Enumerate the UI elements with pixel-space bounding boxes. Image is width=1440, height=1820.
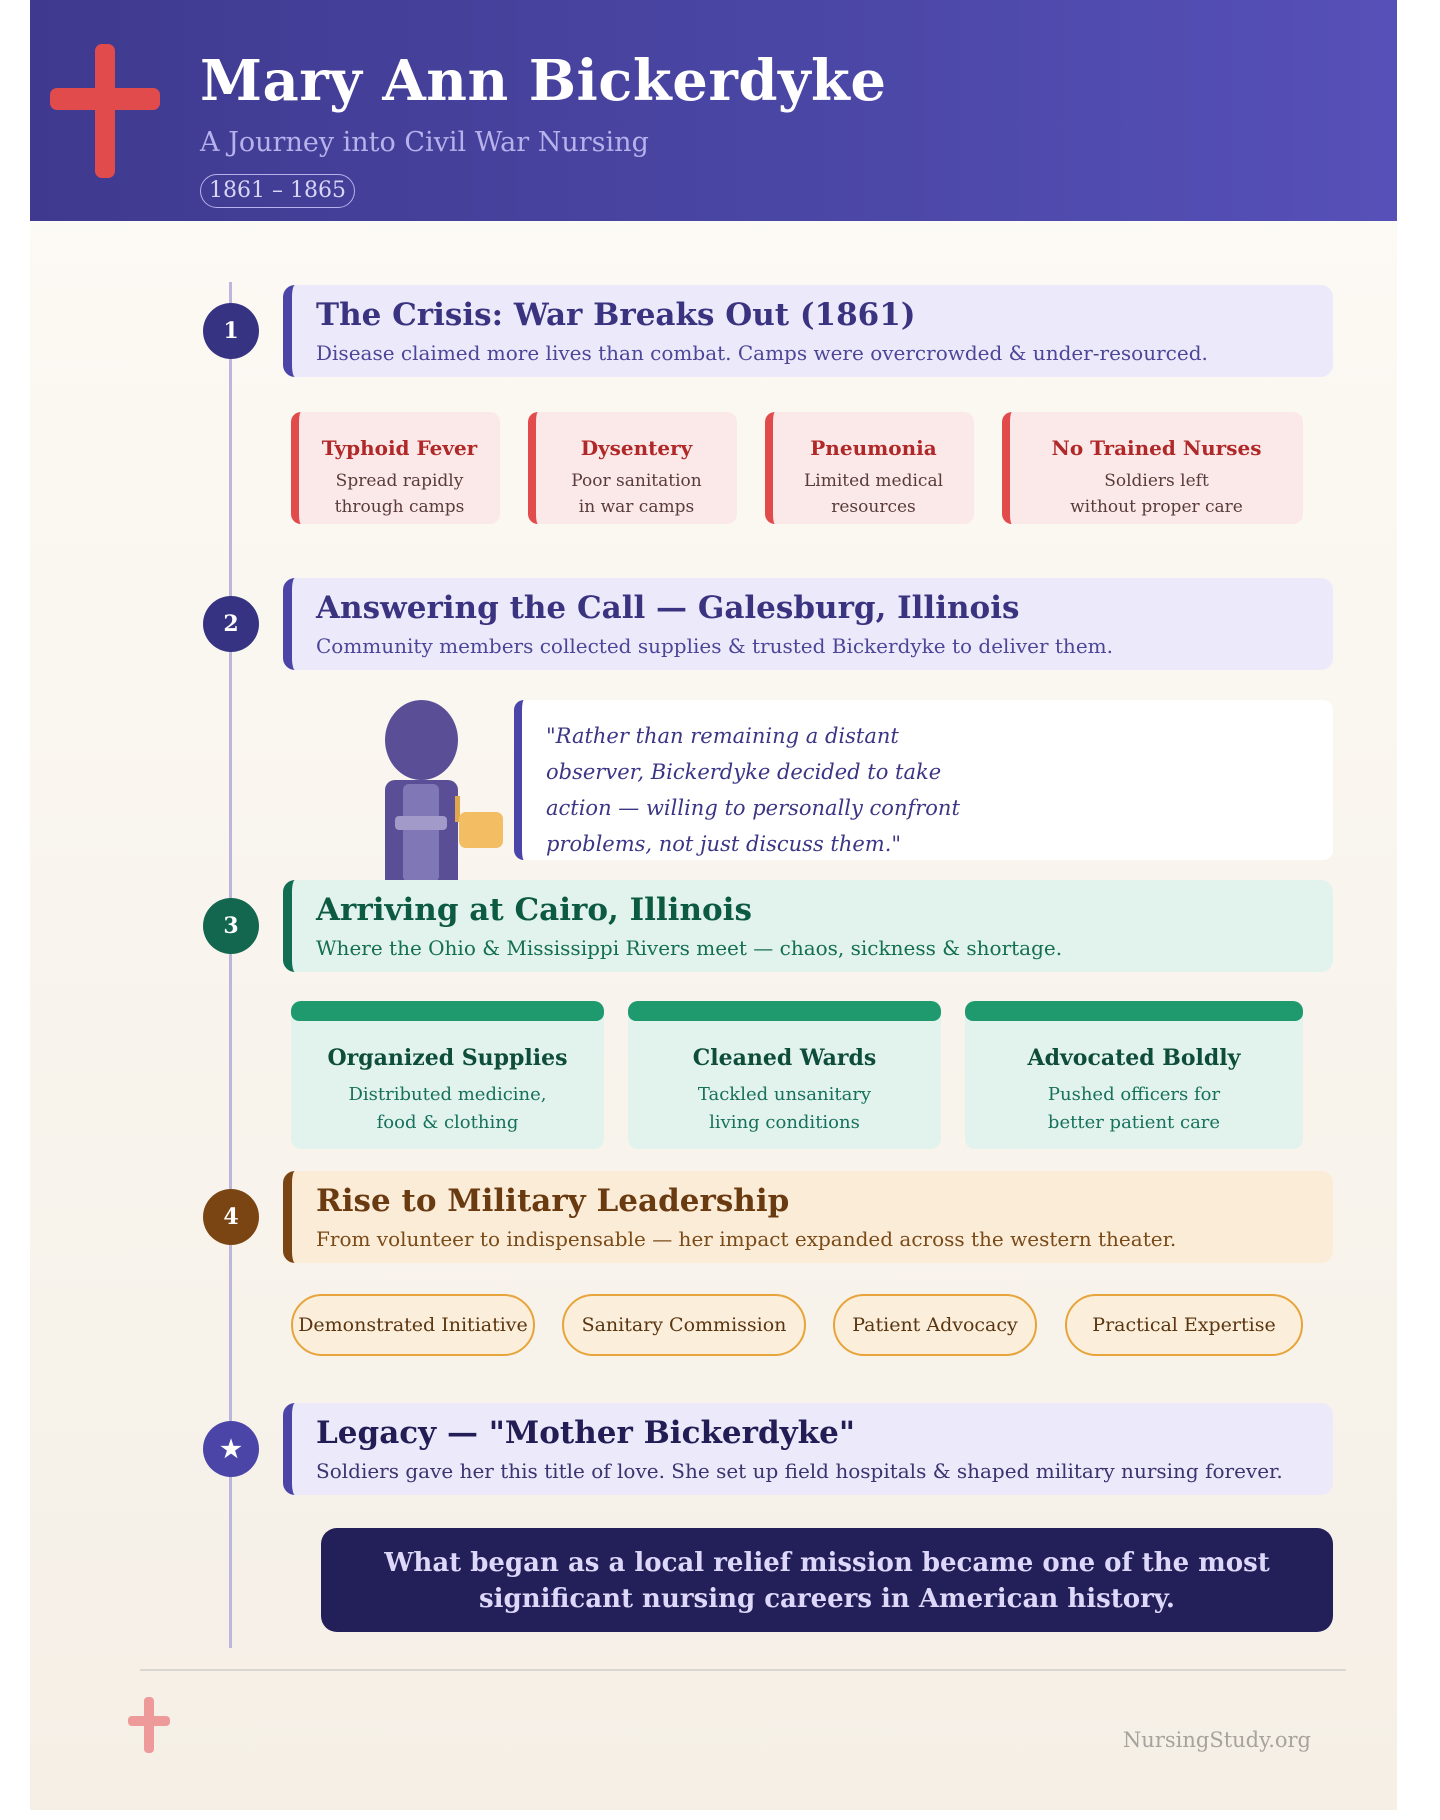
section-text: Community members collected supplies & t… (316, 634, 1113, 658)
timeline-line (229, 282, 232, 1648)
section-title: Answering the Call — Galesburg, Illinois (316, 590, 1020, 626)
pill-patient-advocacy: Patient Advocacy (833, 1294, 1037, 1356)
nurse-figure-icon (375, 700, 505, 882)
pill-practical-expertise: Practical Expertise (1065, 1294, 1303, 1356)
section-title: Arriving at Cairo, Illinois (316, 892, 752, 928)
closing-line-1: What began as a local relief mission bec… (384, 1548, 1270, 1578)
section-answering-call: Answering the Call — Galesburg, Illinois… (283, 578, 1333, 670)
quote-box: "Rather than remaining a distant observe… (514, 700, 1333, 860)
timeline-marker-1: 1 (203, 303, 259, 359)
page-title: Mary Ann Bickerdyke (200, 48, 887, 114)
section-text: Where the Ohio & Mississippi Rivers meet… (316, 936, 1063, 960)
card-accent-bar (965, 1001, 1303, 1021)
section-cairo: Arriving at Cairo, Illinois Where the Oh… (283, 880, 1333, 972)
action-title: Organized Supplies (327, 1045, 568, 1071)
card-accent-bar (291, 1001, 604, 1021)
infographic-poster: Mary Ann Bickerdyke A Journey into Civil… (30, 0, 1397, 1810)
action-title: Cleaned Wards (692, 1045, 877, 1071)
closing-banner: What began as a local relief mission bec… (321, 1528, 1333, 1632)
disease-title: Typhoid Fever (321, 436, 478, 460)
section-crisis: The Crisis: War Breaks Out (1861) Diseas… (283, 285, 1333, 377)
section-title: Legacy — "Mother Bickerdyke" (316, 1415, 856, 1451)
star-icon: ★ (203, 1421, 259, 1477)
timeline-marker-4: 4 (203, 1189, 259, 1245)
section-title: The Crisis: War Breaks Out (1861) (316, 297, 916, 333)
disease-title: No Trained Nurses (1051, 436, 1262, 460)
section-title: Rise to Military Leadership (316, 1183, 790, 1219)
section-text: From volunteer to indispensable — her im… (316, 1227, 1177, 1251)
timeline-marker-2: 2 (203, 596, 259, 652)
pill-initiative: Demonstrated Initiative (291, 1294, 535, 1356)
pill-sanitary-commission: Sanitary Commission (562, 1294, 806, 1356)
disease-title: Dysentery (580, 436, 693, 460)
closing-line-2: significant nursing careers in American … (479, 1584, 1175, 1614)
section-legacy: Legacy — "Mother Bickerdyke" Soldiers ga… (283, 1403, 1333, 1495)
header-banner: Mary Ann Bickerdyke A Journey into Civil… (30, 0, 1397, 221)
page-subtitle: A Journey into Civil War Nursing (200, 127, 649, 158)
action-title: Advocated Boldly (1027, 1045, 1241, 1071)
section-text: Disease claimed more lives than combat. … (316, 341, 1208, 365)
quote-text: "Rather than remaining a distant observe… (546, 724, 960, 856)
card-accent-bar (628, 1001, 941, 1021)
disease-title: Pneumonia (810, 436, 937, 460)
red-cross-icon (50, 44, 160, 178)
footer-brand: NursingStudy.org (1122, 1728, 1311, 1752)
section-leadership: Rise to Military Leadership From volunte… (283, 1171, 1333, 1263)
section-text: Soldiers gave her this title of love. Sh… (316, 1459, 1283, 1483)
footer-divider (140, 1669, 1346, 1671)
timeline-marker-3: 3 (203, 898, 259, 954)
date-range-badge: 1861 – 1865 (200, 174, 355, 208)
red-cross-icon (128, 1697, 170, 1753)
action-card-supplies: Organized Supplies Distributed medicine,… (291, 1001, 604, 1149)
action-text: Distributed medicine,food & clothing (348, 1084, 547, 1133)
